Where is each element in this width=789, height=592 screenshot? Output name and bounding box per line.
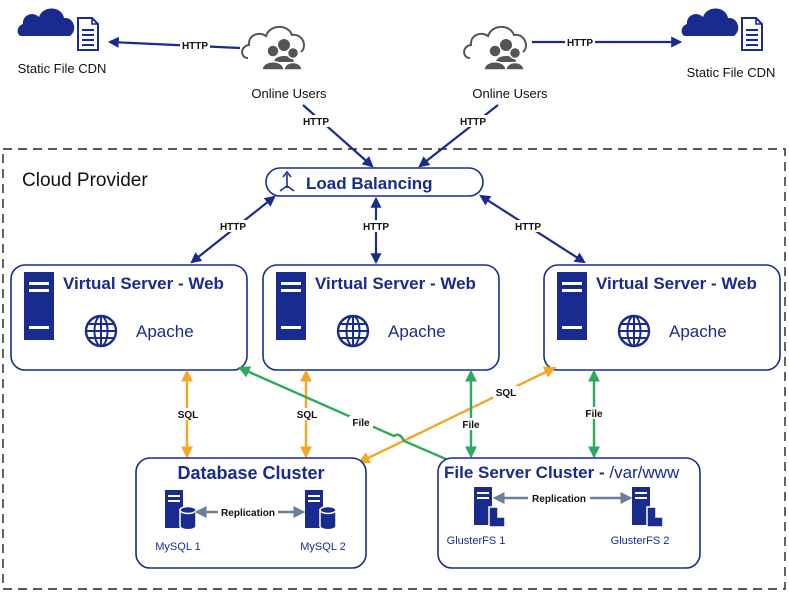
edge-label-users-right-lb: HTTP — [460, 117, 486, 128]
arrow-file-web1 — [237, 366, 479, 474]
users-left-icon — [241, 25, 306, 71]
cdn-right-icon — [680, 7, 763, 51]
edge-label-sql-web2: SQL — [297, 410, 318, 421]
users-left-label: Online Users — [251, 86, 327, 101]
fs-replication-label: Replication — [532, 494, 586, 505]
web-server-1: Virtual Server - Web Apache — [10, 264, 248, 371]
web-server-1-app: Apache — [136, 322, 194, 341]
mysql1-label: MySQL 1 — [155, 541, 200, 553]
edge-label-users-right-cdn: HTTP — [567, 38, 593, 49]
cloud-provider-boundary — [2, 148, 786, 590]
load-balancer-icon — [279, 170, 295, 192]
glusterfs2-label: GlusterFS 2 — [611, 535, 670, 547]
web-server-3: Virtual Server - Web Apache — [543, 264, 781, 371]
database-cluster: Database Cluster Replication MySQL 1 MyS… — [135, 457, 367, 569]
users-right-icon — [463, 25, 528, 71]
file-server-cluster: File Server Cluster - /var/www Replicati… — [437, 457, 701, 569]
edge-label-users-left-cdn: HTTP — [182, 41, 208, 52]
edge-label-file-web1: File — [352, 418, 370, 429]
web-server-2-title: Virtual Server - Web — [315, 274, 476, 293]
web-server-3-app: Apache — [669, 322, 727, 341]
cdn-left-icon — [16, 7, 99, 51]
server-icon — [276, 272, 306, 340]
file-server-cluster-title: File Server Cluster - /var/www — [444, 463, 680, 482]
load-balancer-label: Load Balancing — [306, 174, 433, 193]
edge-label-file-web2: File — [462, 420, 480, 431]
web-server-1-title: Virtual Server - Web — [63, 274, 224, 293]
globe-icon — [84, 314, 118, 348]
edge-label-lb-web1: HTTP — [220, 222, 246, 233]
arrow-users-left-lb — [302, 104, 374, 168]
edge-label-lb-web3: HTTP — [515, 222, 541, 233]
db-replication-label: Replication — [221, 508, 275, 519]
web-server-2: Virtual Server - Web Apache — [262, 264, 500, 371]
database-cluster-title: Database Cluster — [177, 463, 324, 483]
arrow-users-right-lb — [418, 104, 499, 168]
edge-label-sql-web1: SQL — [178, 410, 199, 421]
cloud-provider-label: Cloud Provider — [22, 170, 148, 191]
edge-label-lb-web2: HTTP — [363, 222, 389, 233]
edge-label-sql-web3: SQL — [496, 388, 517, 399]
arrow-sql-web3 — [357, 366, 557, 464]
arrow-users-left-cdn — [107, 36, 241, 50]
cdn-right-label: Static File CDN — [687, 65, 776, 80]
load-balancer-box — [265, 167, 484, 197]
edge-label-file-web3: File — [585, 409, 603, 420]
web-server-3-title: Virtual Server - Web — [596, 274, 757, 293]
server-icon — [557, 272, 587, 340]
web-server-2-app: Apache — [388, 322, 446, 341]
edge-label-users-left-lb: HTTP — [303, 117, 329, 128]
globe-icon — [617, 314, 651, 348]
globe-icon — [336, 314, 370, 348]
mysql2-label: MySQL 2 — [300, 541, 345, 553]
users-right-label: Online Users — [472, 86, 548, 101]
server-icon — [24, 272, 54, 340]
glusterfs1-label: GlusterFS 1 — [447, 535, 506, 547]
cdn-left-label: Static File CDN — [18, 61, 107, 76]
